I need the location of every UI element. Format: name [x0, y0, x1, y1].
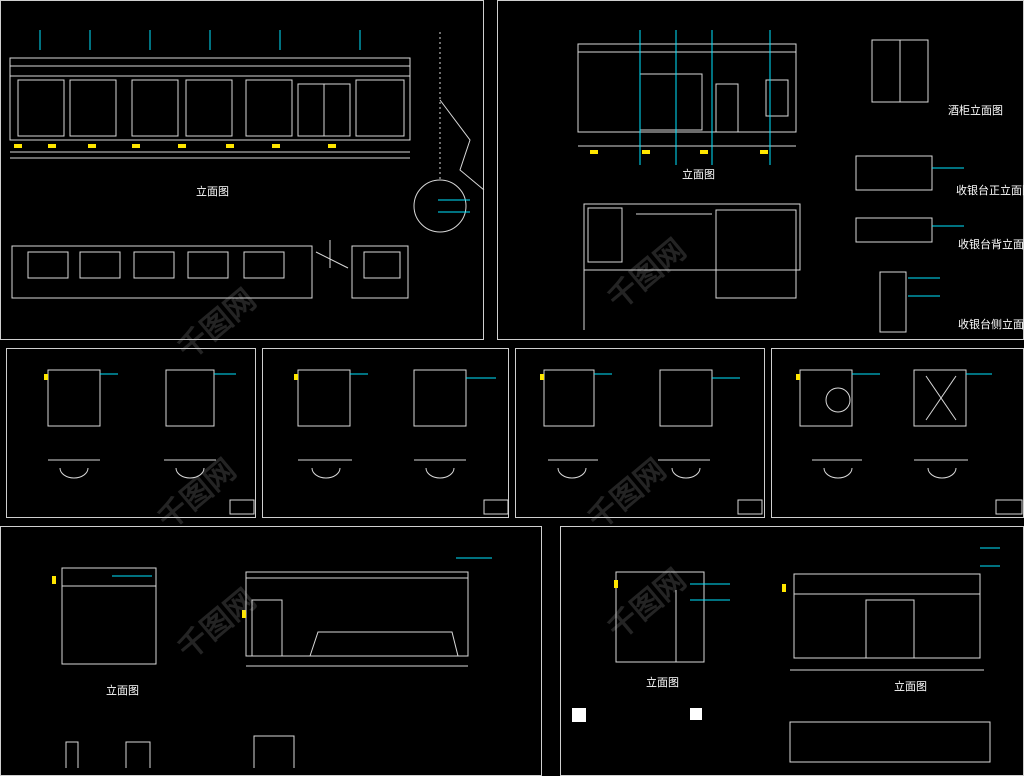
elevation-title-bottom-left: 立面图	[106, 684, 139, 697]
cashier-side-title: 收银台侧立面图	[958, 318, 1024, 331]
cashier-front-title: 收银台正立面图	[956, 184, 1024, 197]
cashier-back-title: 收银台背立面图	[958, 238, 1024, 251]
sheet-mid-3	[515, 348, 765, 518]
elevation-title-bottom-right-1: 立面图	[646, 676, 679, 689]
sheet-top-left	[0, 0, 484, 340]
sheet-mid-1	[6, 348, 256, 518]
elevation-title-top-right: 立面图	[682, 168, 715, 181]
elevation-title-top-left: 立面图	[196, 185, 229, 198]
elevation-title-bottom-right-2: 立面图	[894, 680, 927, 693]
cabinet-elevation-title: 酒柜立面图	[948, 104, 1003, 117]
sheet-mid-2	[262, 348, 509, 518]
